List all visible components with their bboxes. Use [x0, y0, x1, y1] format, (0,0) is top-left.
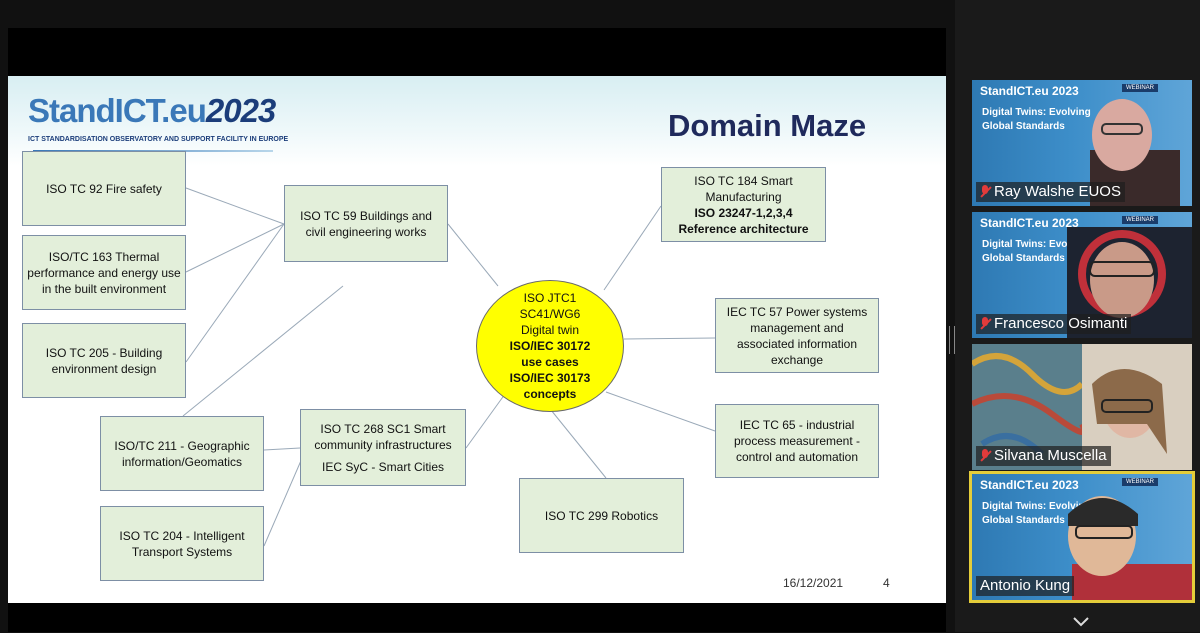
node-iso-tc163: ISO/TC 163 Thermal performance and energ… — [22, 235, 186, 310]
node-iec-tc57: IEC TC 57 Power systems management and a… — [715, 298, 879, 373]
mic-muted-icon — [980, 448, 990, 463]
node-iso-tc205: ISO TC 205 - Building environment design — [22, 323, 186, 398]
link-tc211-tc59 — [182, 285, 344, 417]
tile-headline: Digital Twins: Evolving Global Standards — [982, 501, 1091, 526]
mic-muted-icon — [980, 316, 990, 331]
participant-name-tag: Antonio Kung — [976, 576, 1075, 596]
tile-logo: StandICT.eu 2023 — [980, 216, 1079, 230]
node-iso-tc92: ISO TC 92 Fire safety — [22, 151, 186, 226]
tile-headline: Digital Twins: Evolving Global Standards — [982, 107, 1091, 132]
standict-logo: StandICT.eu2023 ICT STANDARDISATION OBSE… — [28, 92, 288, 152]
tile-headline: Digital Twins: Evolving Global Standards — [982, 239, 1091, 264]
presentation-slide: StandICT.eu2023 ICT STANDARDISATION OBSE… — [8, 76, 946, 603]
participant-tile-2[interactable]: StandICT.eu 2023 WEBINAR Digital Twins: … — [972, 212, 1192, 338]
tile-webinar-badge: WEBINAR — [1122, 84, 1159, 92]
logo-year: 2023 — [205, 92, 276, 129]
center-node-jtc1: ISO JTC1 SC41/WG6 Digital twin ISO/IEC 3… — [476, 280, 624, 412]
link-tc92-tc59 — [185, 187, 285, 225]
node-iso-tc204: ISO TC 204 - Intelligent Transport Syste… — [100, 506, 264, 581]
tile-logo: StandICT.eu 2023 — [980, 84, 1079, 98]
logo-main-text: StandICT.eu — [28, 92, 207, 129]
connector-lines — [182, 187, 716, 547]
panel-resize-handle[interactable] — [949, 326, 955, 354]
participant-name-tag: Francesco Osimanti — [976, 314, 1132, 334]
mic-muted-icon — [980, 184, 990, 199]
participant-name-tag: Ray Walshe EUOS — [976, 182, 1125, 202]
screen-share-area: StandICT.eu2023 ICT STANDARDISATION OBSE… — [8, 28, 946, 632]
logo-subtitle: ICT STANDARDISATION OBSERVATORY AND SUPP… — [28, 136, 289, 143]
link-tc211-tc268 — [263, 447, 301, 451]
link-tc204-tc268 — [263, 455, 304, 547]
link-center-tc57 — [623, 337, 716, 340]
node-iso-tc268: ISO TC 268 SC1 Smart community infrastru… — [300, 409, 466, 486]
participant-name-tag: Silvana Muscella — [976, 446, 1111, 466]
link-center-tc184 — [603, 205, 662, 291]
slide-page-number: 4 — [883, 576, 890, 590]
participant-tile-3[interactable]: Silvana Muscella — [972, 344, 1192, 470]
participant-video-4 — [1068, 496, 1192, 600]
share-bottom-bar — [8, 603, 946, 632]
slide-title: Domain Maze — [668, 108, 867, 143]
tile-webinar-badge: WEBINAR — [1122, 216, 1159, 224]
node-iso-tc211: ISO/TC 211 - Geographic information/Geom… — [100, 416, 264, 491]
slide-date: 16/12/2021 — [783, 576, 844, 590]
link-tc268-center — [465, 393, 506, 449]
link-tc163-tc59 — [185, 223, 285, 273]
participant-tile-1[interactable]: StandICT.eu 2023 WEBINAR Digital Twins: … — [972, 80, 1192, 206]
participant-video-1 — [1090, 99, 1180, 206]
node-iec-tc65: IEC TC 65 - industrial process measureme… — [715, 404, 879, 478]
link-center-tc299 — [550, 409, 607, 479]
link-tc205-tc59 — [185, 223, 285, 363]
node-iso-tc59: ISO TC 59 Buildings and civil engineerin… — [284, 185, 448, 262]
node-iso-tc184: ISO TC 184 Smart Manufacturing ISO 23247… — [661, 167, 826, 242]
participant-tile-4[interactable]: StandICT.eu 2023 WEBINAR Digital Twins: … — [969, 471, 1195, 603]
share-top-bar — [8, 28, 946, 76]
tile-webinar-badge: WEBINAR — [1122, 478, 1159, 486]
link-center-tc65 — [605, 391, 716, 432]
chevron-down-icon[interactable] — [1072, 615, 1090, 627]
node-iso-tc299: ISO TC 299 Robotics — [519, 478, 684, 553]
link-tc59-center — [447, 223, 499, 287]
tile-logo: StandICT.eu 2023 — [980, 478, 1079, 492]
